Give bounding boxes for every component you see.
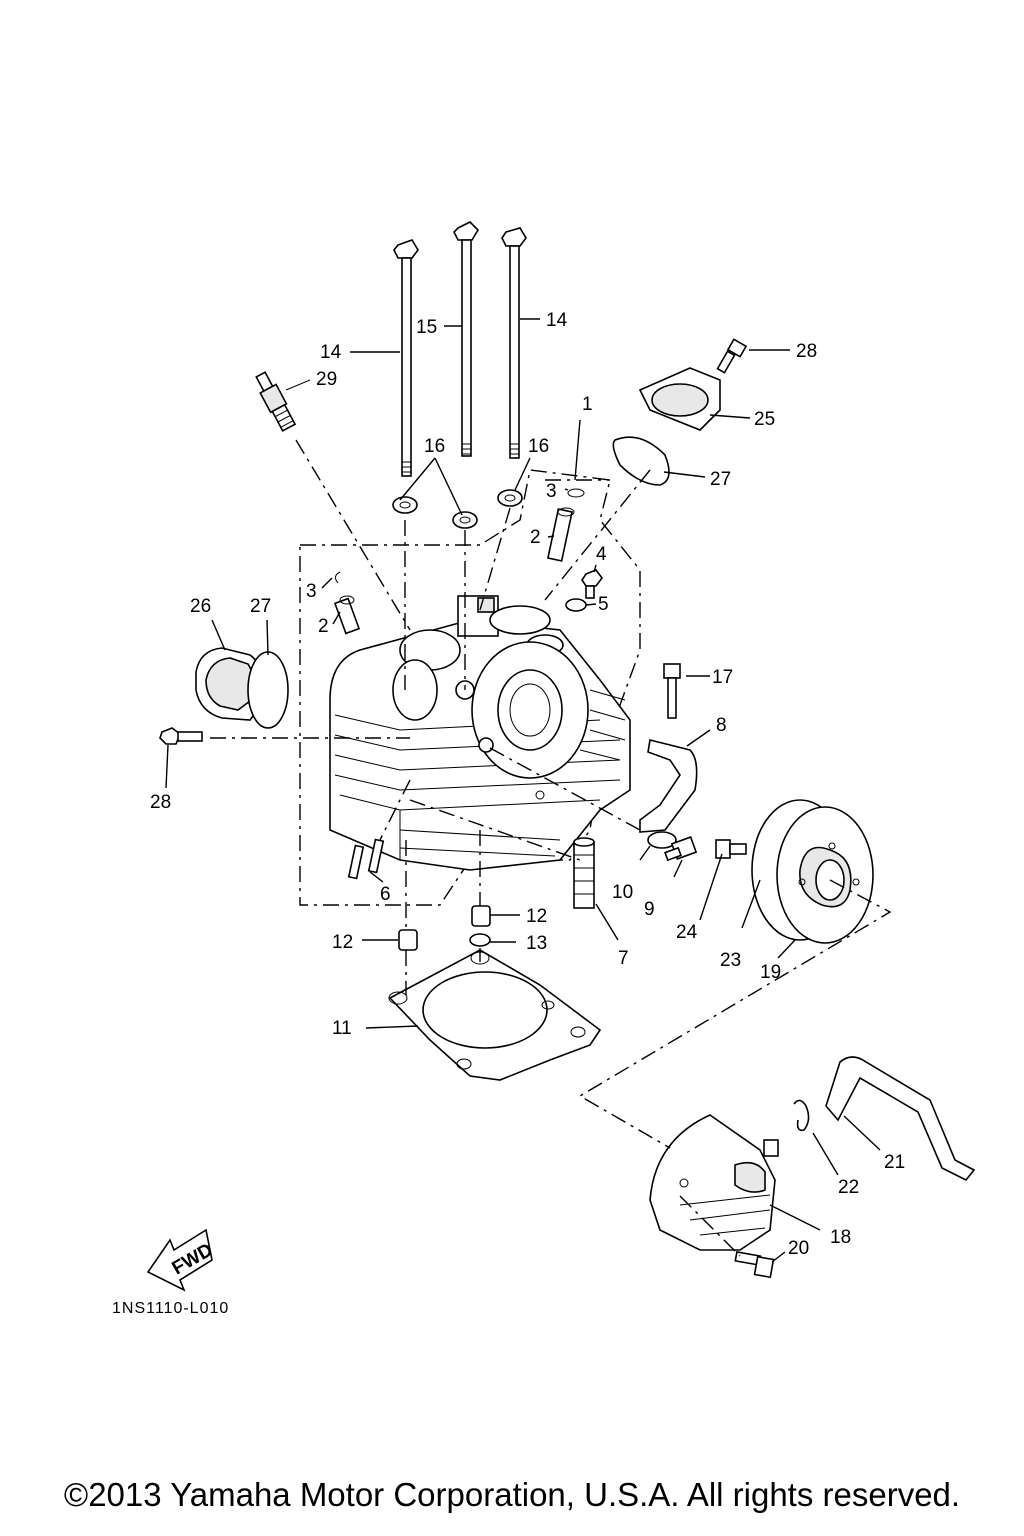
callout-26: 26 <box>190 596 211 617</box>
bolt-28-top <box>716 338 748 374</box>
callout-8: 8 <box>716 715 727 736</box>
callout-17: 17 <box>712 667 733 688</box>
valve-guide-right <box>547 507 575 562</box>
valve-guide-left <box>333 595 361 635</box>
callout-3b: 3 <box>306 581 317 602</box>
washer-16-left <box>392 496 418 514</box>
cover-18 <box>649 1114 779 1251</box>
tappet-cover-25 <box>638 367 721 431</box>
o-ring-27-left <box>247 651 289 729</box>
dowel-12-left <box>398 929 418 951</box>
callout-20: 20 <box>788 1238 809 1259</box>
gasket-10 <box>647 831 677 849</box>
leader-lines <box>165 318 892 1263</box>
callout-3a: 3 <box>546 481 557 502</box>
callout-11: 11 <box>332 1018 352 1039</box>
callout-16b: 16 <box>528 436 549 457</box>
head-gasket-11 <box>388 949 602 1081</box>
callout-4: 4 <box>596 544 607 565</box>
callout-24: 24 <box>676 922 698 943</box>
washer-16-center <box>452 511 478 529</box>
callout-14b: 14 <box>546 310 568 331</box>
o-ring-27-top <box>612 436 670 486</box>
spacer-7 <box>573 837 595 909</box>
callout-9: 9 <box>644 899 655 920</box>
callout-18: 18 <box>830 1227 851 1248</box>
callout-14a: 14 <box>320 342 342 363</box>
callout-6: 6 <box>380 884 391 905</box>
callout-23: 23 <box>720 950 741 971</box>
head-bolt-left <box>393 239 419 477</box>
fwd-arrow-icon: FWD <box>146 1228 217 1292</box>
clip-3-left <box>334 571 341 584</box>
callout-19: 19 <box>760 962 781 983</box>
callout-25: 25 <box>754 409 775 430</box>
clip-22 <box>793 1099 810 1132</box>
screw-4 <box>581 569 603 599</box>
dowel-12-right <box>471 905 491 927</box>
head-bolt-center <box>453 221 480 457</box>
callout-13: 13 <box>526 933 547 954</box>
callouts: 1 2 2 3 3 4 5 6 7 8 9 10 11 12 12 13 14 … <box>150 310 905 1259</box>
washer-13 <box>469 933 491 947</box>
callout-27b: 27 <box>710 469 731 490</box>
washer-16-right <box>497 489 523 507</box>
cover-19 <box>776 806 874 944</box>
bolt-17 <box>663 663 681 719</box>
callout-22: 22 <box>838 1177 859 1198</box>
bolt-24 <box>715 839 747 859</box>
diagram-code: 1NS1110-L010 <box>112 1300 230 1317</box>
callout-12b: 12 <box>332 932 353 953</box>
callout-7: 7 <box>618 948 629 969</box>
spark-plug <box>255 371 297 432</box>
callout-1: 1 <box>582 394 593 415</box>
bolt-20 <box>734 1251 775 1279</box>
cylinder-head <box>329 595 631 871</box>
callout-16a: 16 <box>424 436 445 457</box>
callout-28b: 28 <box>150 792 171 813</box>
assembly-outline <box>299 469 641 906</box>
clip-3-right <box>567 488 585 498</box>
callout-2b: 2 <box>318 616 329 637</box>
callout-2a: 2 <box>530 527 541 548</box>
bolt-28-left <box>159 727 203 745</box>
callout-12a: 12 <box>526 906 547 927</box>
callout-10: 10 <box>612 882 633 903</box>
callout-27a: 27 <box>250 596 271 617</box>
washer-5 <box>565 598 587 612</box>
callout-5: 5 <box>598 594 609 615</box>
copyright-notice: ©2013 Yamaha Motor Corporation, U.S.A. A… <box>63 1476 961 1513</box>
head-bolt-right <box>501 227 527 459</box>
gasket-8 <box>639 739 698 833</box>
bolt-9 <box>664 836 698 862</box>
hose-21 <box>825 1056 976 1182</box>
callout-21: 21 <box>884 1152 905 1173</box>
callout-29: 29 <box>316 369 337 390</box>
stud-bolts-6 <box>347 838 385 880</box>
callout-28a: 28 <box>796 341 817 362</box>
callout-15: 15 <box>416 317 437 338</box>
